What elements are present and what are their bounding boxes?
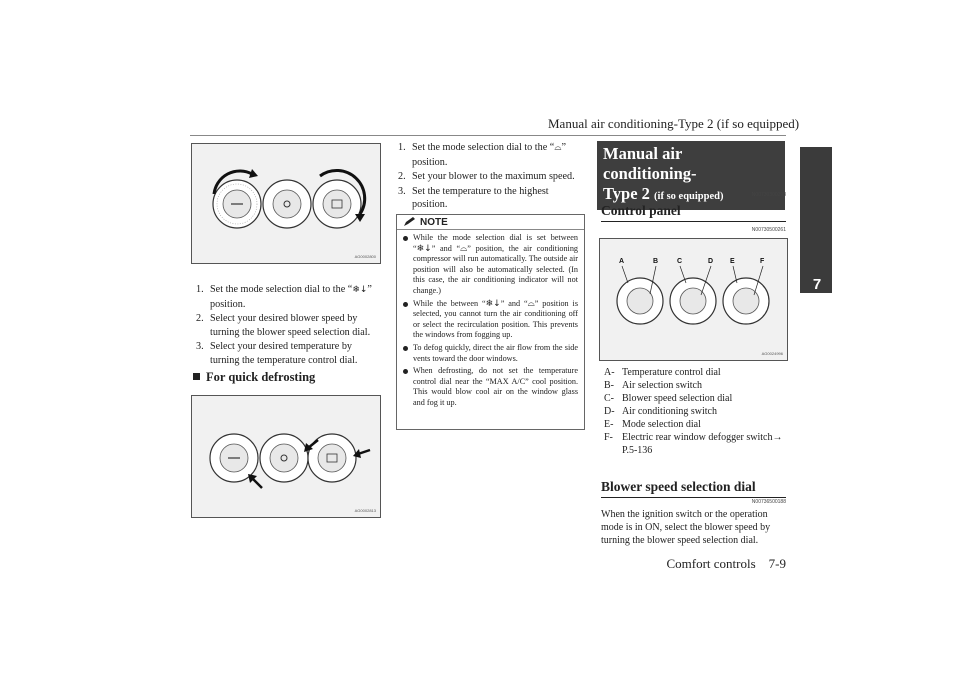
defrost-floor-mode-icon: ❄↓ [485,298,501,309]
label-e: E [730,258,735,265]
blower-description: When the ignition switch or the operatio… [601,509,771,546]
list-item: 1. Set the mode selection dial to the “⌓… [398,142,566,168]
blower-dial [259,433,309,483]
list-item: When defrosting, do not set the temperat… [403,366,578,408]
list-item: 2. Set your blower to the maximum speed. [398,171,575,182]
note-box: NOTE While the mode selection dial is se… [396,214,585,430]
control-panel-illustration: A B C D E F [616,258,770,325]
rotate-arrow-right [319,168,367,215]
section-title-box: Manual air conditioning- Type 2 (if so e… [597,141,785,210]
list-item: P.5-136 [604,444,786,457]
pointer-arrow [251,477,263,489]
dial-panel-illustration [209,433,371,489]
figure-control-panel: A B C D E F AG0024996 [599,238,788,361]
arrow-right-icon: → [772,432,783,443]
list-item: While the between “❄↓” and “⌓” position … [403,299,578,341]
list-item: To defog quickly, direct the air flow fr… [403,343,578,364]
temperature-dial [212,179,262,229]
mode-dial [312,179,362,229]
control-panel-ref-code: N00730500261 [751,227,786,233]
blower-ref-code: N00736500188 [751,499,786,505]
page-reference-link[interactable]: P.5-136 [622,445,653,456]
list-item: C-Blower speed selection dial [604,393,733,404]
note-list: While the mode selection dial is set bet… [397,230,584,409]
title-ref-code: N00730300298 [751,192,786,198]
defrost-mode-icon: ⌓ [554,143,562,153]
list-item: B-Air selection switch [604,380,702,391]
temperature-dial [616,277,664,325]
list-item: E-Mode selection dial [604,419,701,430]
page-header-title: Manual air conditioning-Type 2 (if so eq… [548,116,800,131]
header-rule [190,135,786,136]
list-item: 3. Select your desired temperature by tu… [196,341,358,366]
figure-dials-rotate: AG0002800 [191,143,381,264]
control-panel-heading: Control panel [601,203,786,222]
page-footer: Comfort controls 7-9 [666,556,786,571]
label-b: B [653,258,658,265]
label-a: A [619,258,624,265]
rotate-arrow-left [212,169,253,195]
list-item: 1. Set the mode selection dial to the “❄… [196,284,372,310]
list-item: 3. Set the temperature to the highest po… [398,185,549,211]
pencil-icon [404,217,415,226]
blower-dial [262,179,312,229]
label-c: C [677,258,682,265]
mode-dial [722,277,770,325]
list-item: 2. Select your desired blower speed by t… [196,313,371,338]
square-bullet-icon [193,373,200,380]
figure-code: AG0002800 [354,254,376,259]
defrost-floor-mode-icon: ❄↓ [416,243,432,254]
temperature-dial [209,433,259,483]
figure-code: AG0002813 [354,508,376,513]
label-f: F [760,258,765,265]
list-item: A-Temperature control dial [604,367,721,378]
list-item: D-Air conditioning switch [604,406,717,417]
list-item: While the mode selection dial is set bet… [403,233,578,297]
defrost-floor-mode-icon: ❄↓ [352,285,368,295]
blower-speed-heading: Blower speed selection dial [601,479,786,498]
dial-panel-illustration [212,168,367,229]
figure-quick-defrost: AG0002813 [191,395,381,518]
mode-dial [307,433,357,483]
note-header: NOTE [397,215,584,230]
figure-code: AG0024996 [761,351,783,356]
pointer-arrow [357,448,371,456]
leader-lines [621,265,764,296]
defrost-mode-icon: ⌓ [527,298,535,309]
quick-defrost-heading: For quick defrosting [193,370,315,385]
label-d: D [708,258,713,265]
middle-steps-list: 1. Set the mode selection dial to the “⌓… [398,141,582,213]
chapter-number: 7 [812,276,822,293]
list-item: F-Electric rear window defogger switch→ [604,432,783,443]
defrost-mode-icon: ⌓ [460,243,468,254]
control-panel-legend: A-Temperature control dial B-Air selecti… [604,366,786,457]
left-steps-list: 1. Set the mode selection dial to the “❄… [196,283,378,368]
blower-dial [669,277,717,325]
chapter-tab[interactable] [800,147,832,293]
